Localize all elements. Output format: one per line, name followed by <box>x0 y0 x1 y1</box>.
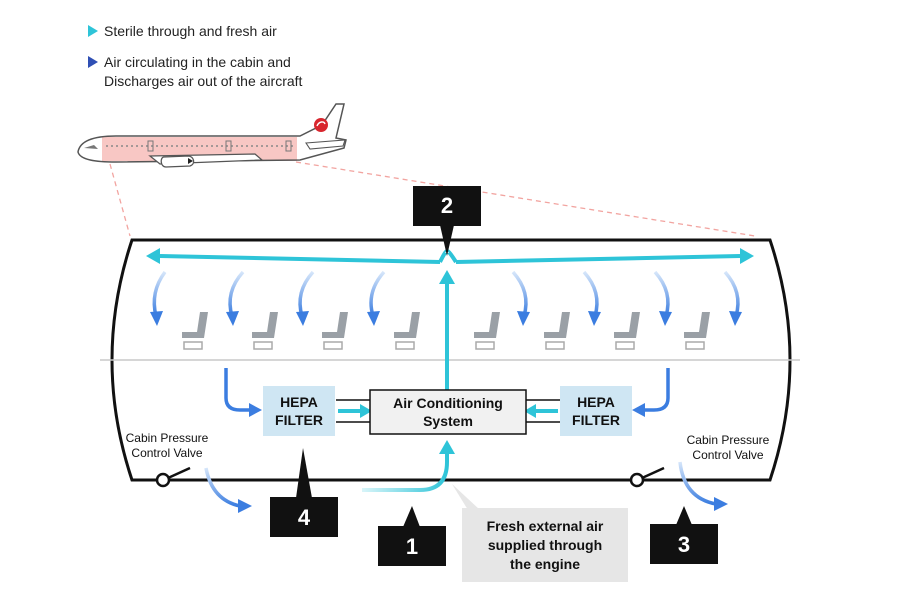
seat-icon <box>252 312 278 350</box>
callout-4: 4 <box>270 448 338 537</box>
air-conditioning-system-box: Air Conditioning System <box>369 389 527 435</box>
left-valve-label-line2: Control Valve <box>131 446 202 460</box>
tail-logo-icon <box>314 118 328 132</box>
seat-icon <box>614 312 640 350</box>
seat-icon <box>394 312 420 350</box>
legend-fresh-label: Sterile through and fresh air <box>104 23 277 39</box>
central-supply-arrow <box>439 270 455 390</box>
fresh-air-note-line2: supplied through <box>488 537 602 553</box>
ac-line1: Air Conditioning <box>393 395 503 411</box>
legend-circulating-label-line1: Air circulating in the cabin and <box>104 54 291 70</box>
svg-text:1: 1 <box>406 534 418 559</box>
left-valve-label: Cabin Pressure Control Valve <box>126 431 209 460</box>
callout-3: 3 <box>650 506 718 564</box>
callout-2: 2 <box>413 186 481 256</box>
callout-1: 1 <box>378 506 446 566</box>
zoom-guides <box>109 161 756 237</box>
cabin-circulation-arrows <box>150 270 742 326</box>
fresh-air-note-line3: the engine <box>510 556 580 572</box>
airplane-icon <box>77 103 347 168</box>
ac-line2: System <box>423 413 473 429</box>
filter-to-ac-connectors <box>336 399 560 423</box>
legend: Sterile through and fresh air Air circul… <box>56 23 303 89</box>
right-valve-label-line2: Control Valve <box>692 448 763 462</box>
svg-text:3: 3 <box>678 532 690 557</box>
svg-text:4: 4 <box>298 505 311 530</box>
hepa-left-line1: HEPA <box>280 394 318 410</box>
hepa-filter-right: HEPA FILTER <box>560 386 632 436</box>
left-valve-label-line1: Cabin Pressure <box>126 431 209 445</box>
legend-circulating-label-line2: Discharges air out of the aircraft <box>104 73 303 89</box>
right-valve-label-line1: Cabin Pressure <box>687 433 770 447</box>
hepa-left-line2: FILTER <box>275 412 323 428</box>
top-distribution-arrows <box>146 248 754 264</box>
svg-text:2: 2 <box>441 193 453 218</box>
fresh-air-note-line1: Fresh external air <box>487 518 604 534</box>
seat-icon <box>684 312 710 350</box>
seat-icon <box>474 312 500 350</box>
left-valve-icon <box>155 466 191 488</box>
recirculation-arrows <box>224 368 670 417</box>
fresh-air-note: Fresh external air supplied through the … <box>452 484 628 582</box>
engine-supply-arrow <box>362 440 455 492</box>
right-valve-label: Cabin Pressure Control Valve <box>687 433 770 462</box>
hepa-right-line1: HEPA <box>577 394 615 410</box>
seat-icon <box>544 312 570 350</box>
seats <box>182 312 710 350</box>
right-valve-icon <box>629 466 665 488</box>
exhaust-arrows <box>204 461 728 513</box>
seat-icon <box>182 312 208 350</box>
hepa-right-line2: FILTER <box>572 412 620 428</box>
hepa-filter-left: HEPA FILTER <box>263 386 335 436</box>
seat-icon <box>322 312 348 350</box>
